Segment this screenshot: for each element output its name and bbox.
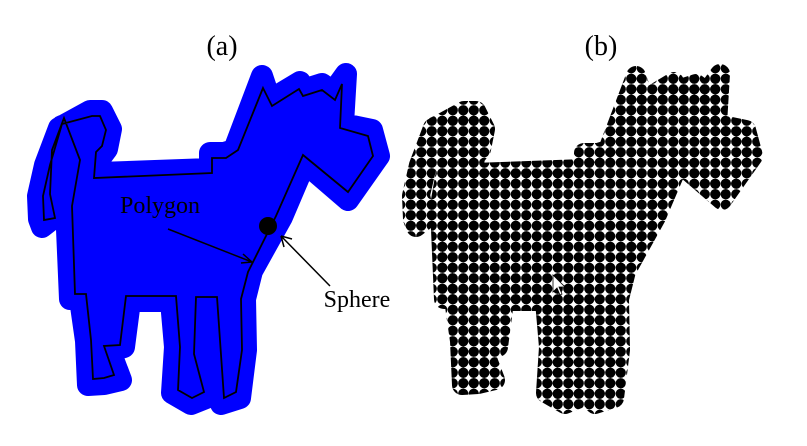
polygon-outline bbox=[42, 83, 374, 400]
sphere-marker bbox=[259, 217, 277, 235]
sphere-packing bbox=[402, 64, 763, 414]
sphere-arrowhead bbox=[280, 235, 293, 248]
polygon-label: Polygon bbox=[120, 193, 200, 219]
panel-b-label: (b) bbox=[585, 31, 618, 62]
polygon-arrowhead bbox=[240, 253, 253, 264]
panel-a: (a) Polygon Sphere bbox=[27, 31, 391, 415]
horse-swept-volume bbox=[27, 63, 390, 415]
sphere-label: Sphere bbox=[324, 287, 391, 313]
sphere-arrow bbox=[280, 235, 331, 287]
panel-b: (b) bbox=[402, 31, 763, 414]
polygon-arrow bbox=[167, 228, 253, 263]
panel-a-label: (a) bbox=[206, 31, 237, 62]
mouse-cursor-icon bbox=[552, 274, 566, 296]
